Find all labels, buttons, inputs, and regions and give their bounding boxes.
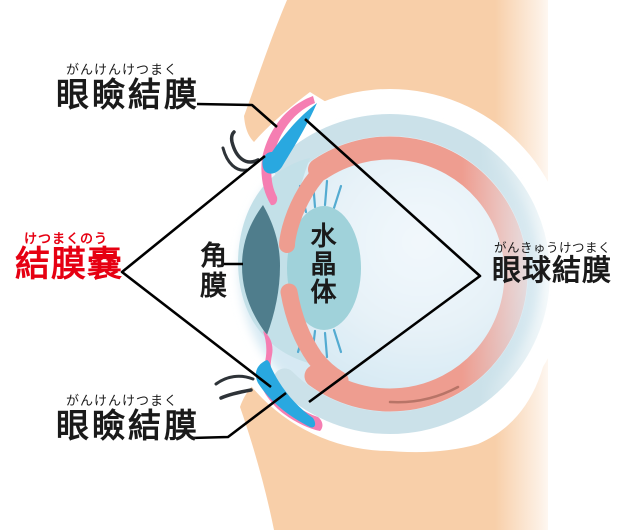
label-palpebral-bottom-text: 眼瞼結膜	[56, 407, 200, 445]
choroid-ring	[304, 136, 528, 412]
label-palpebral-top-furigana: がんけんけつまく	[66, 62, 179, 77]
label-sac-text: 結膜嚢	[15, 245, 124, 285]
label-palpebral-top-text: 眼瞼結膜	[56, 76, 200, 114]
ciliary-iris-lower	[280, 283, 349, 389]
pointer-lower-palpebral	[190, 391, 287, 440]
upper-palpebral-conjunctiva	[262, 103, 317, 174]
label-palpebral-bottom-furigana: がんけんけつまく	[66, 393, 179, 408]
eyelashes	[214, 130, 260, 400]
skin-lower	[240, 345, 548, 530]
label-palpebral-conjunctiva-top: がんけんけつまく 眼瞼結膜	[56, 62, 200, 114]
pointer-upper-palpebral	[196, 102, 278, 128]
annotation-lines	[120, 102, 482, 440]
label-lens: 水晶体	[307, 222, 337, 306]
ciliary-iris-upper	[279, 162, 330, 253]
sclera-ring	[273, 114, 550, 434]
label-bulbar-furigana: がんきゅうけつまく	[494, 241, 612, 255]
label-sac-furigana: けつまくのう	[24, 231, 109, 246]
upper-eyelid-inner-pink	[261, 96, 315, 206]
label-cornea: 角膜	[196, 241, 226, 301]
sac-bracket-line	[120, 154, 272, 389]
label-bulbar-conjunctiva: がんきゅうけつまく 眼球結膜	[492, 241, 613, 287]
cornea-shape	[242, 205, 280, 335]
label-bulbar-text: 眼球結膜	[492, 254, 613, 287]
label-conjunctival-sac: けつまくのう 結膜嚢	[15, 231, 124, 285]
label-palpebral-conjunctiva-bottom: がんけんけつまく 眼瞼結膜	[56, 393, 200, 445]
lens-shape	[287, 206, 361, 330]
choroid-inner-shadow	[388, 385, 460, 404]
bulbar-bracket-line	[304, 118, 482, 404]
right-fade-overlay	[540, 0, 640, 530]
